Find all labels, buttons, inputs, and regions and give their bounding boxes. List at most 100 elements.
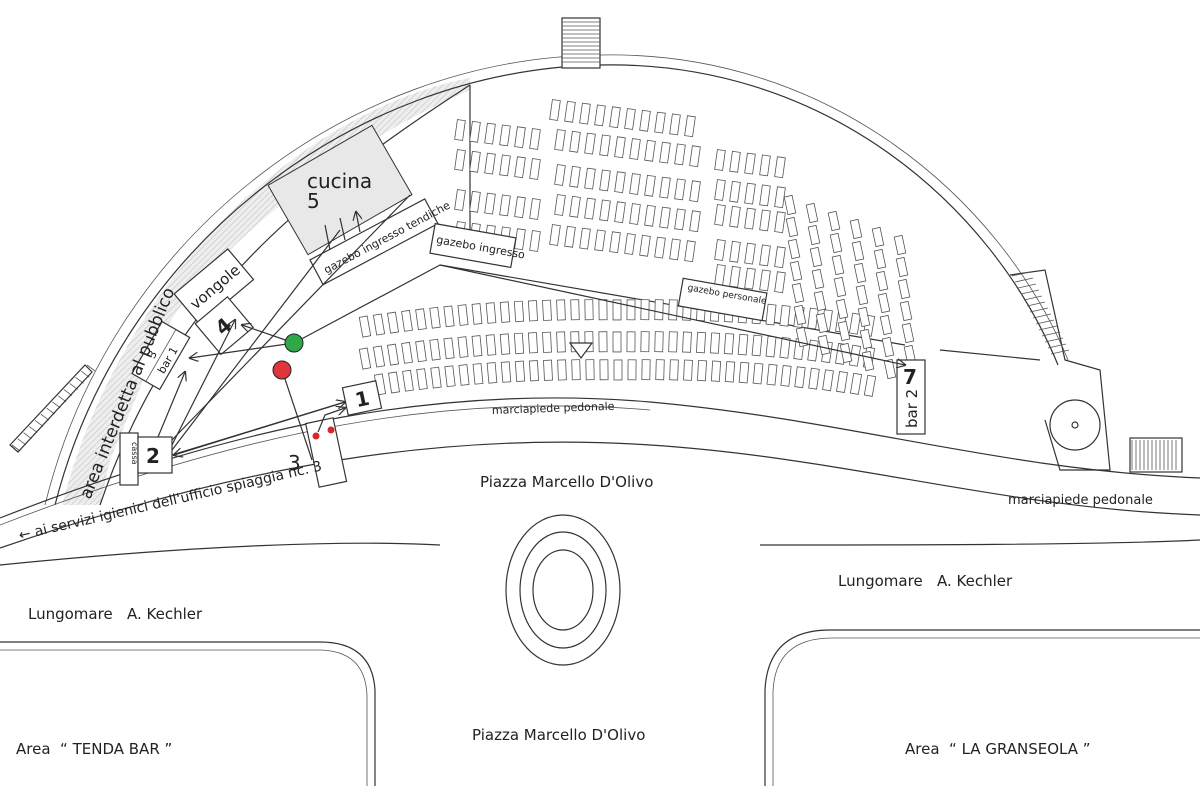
seat <box>654 236 666 259</box>
seat <box>639 234 651 257</box>
seat <box>484 152 496 175</box>
seat <box>584 167 596 190</box>
seat <box>871 226 885 248</box>
seat <box>831 254 845 276</box>
seat <box>564 100 576 123</box>
seat <box>430 366 442 389</box>
restricted-area <box>62 78 470 505</box>
seat <box>629 203 641 225</box>
seat <box>774 246 786 269</box>
seat <box>557 359 567 381</box>
seat <box>571 359 581 381</box>
seat <box>471 335 483 357</box>
area-tenda-bar-label: Area “ TENDA BAR ” <box>16 740 172 758</box>
seat <box>684 240 696 263</box>
green-marker[interactable] <box>284 333 304 353</box>
seat <box>744 267 756 290</box>
seat <box>674 208 686 231</box>
seat <box>759 209 771 232</box>
seat <box>779 336 791 359</box>
seat <box>644 139 656 162</box>
seat <box>684 115 696 138</box>
seat <box>729 205 741 228</box>
seat <box>709 332 721 354</box>
seat <box>609 231 621 254</box>
piazza-label-bottom: Piazza Marcello D'Olivo <box>472 726 645 744</box>
block-left <box>0 641 376 786</box>
cucina-number: 5 <box>307 189 320 213</box>
seat <box>527 332 539 354</box>
seat <box>641 359 651 381</box>
seat <box>485 334 497 356</box>
seat <box>689 210 701 233</box>
seat <box>835 298 849 320</box>
seat <box>486 362 498 384</box>
seat <box>358 315 372 338</box>
cassa-label: cassa <box>130 442 139 465</box>
seat <box>669 359 679 381</box>
seat <box>875 270 889 292</box>
piazza-label-top: Piazza Marcello D'Olivo <box>480 473 653 491</box>
seat <box>729 240 741 263</box>
seat <box>499 194 511 217</box>
seat <box>793 304 807 326</box>
seat <box>454 149 466 171</box>
seat <box>774 156 786 179</box>
seat <box>626 299 636 321</box>
seat <box>457 304 469 326</box>
seat <box>765 335 777 358</box>
seat <box>655 359 665 381</box>
seat <box>774 211 786 234</box>
bar-2-number: 7 <box>903 365 917 389</box>
seat <box>714 264 726 286</box>
seat <box>584 132 596 155</box>
seat <box>401 309 413 332</box>
seat <box>897 278 911 300</box>
seat <box>626 331 636 353</box>
seat <box>729 180 741 203</box>
seat <box>514 196 526 219</box>
seat <box>765 303 777 326</box>
seat <box>774 271 786 294</box>
seat <box>815 312 829 334</box>
seat <box>554 194 566 216</box>
seat <box>429 306 441 329</box>
seat <box>744 152 756 175</box>
seat <box>659 176 671 199</box>
seat <box>598 299 608 321</box>
seat <box>528 360 540 382</box>
seat <box>454 189 466 211</box>
seat <box>737 333 749 356</box>
seat <box>848 344 862 367</box>
seat <box>614 136 626 159</box>
right-structure <box>1009 269 1183 473</box>
seat <box>415 308 427 331</box>
seat <box>624 233 636 255</box>
small-red-marker <box>327 426 335 434</box>
seat <box>612 299 622 321</box>
seat <box>822 369 834 392</box>
seat <box>644 204 656 227</box>
seat <box>689 180 701 203</box>
walkway <box>0 397 1200 519</box>
seat <box>556 299 566 321</box>
seat <box>723 333 735 355</box>
seat <box>805 202 819 224</box>
seat <box>779 304 791 327</box>
seat <box>549 99 561 121</box>
walkway-label-center: marciapiede pedonale <box>492 400 615 417</box>
seat <box>849 372 863 395</box>
red-marker[interactable] <box>272 360 292 380</box>
seat <box>499 301 511 323</box>
street-label-right: Lungomare A. Kechler <box>838 572 1013 590</box>
seat <box>594 104 606 127</box>
seat <box>893 234 907 256</box>
seat <box>654 299 664 321</box>
seat <box>599 199 611 222</box>
seat <box>416 368 428 391</box>
seat <box>469 190 481 213</box>
seat <box>714 204 726 226</box>
seat <box>669 238 681 261</box>
seat <box>813 290 827 312</box>
seat <box>358 347 372 370</box>
